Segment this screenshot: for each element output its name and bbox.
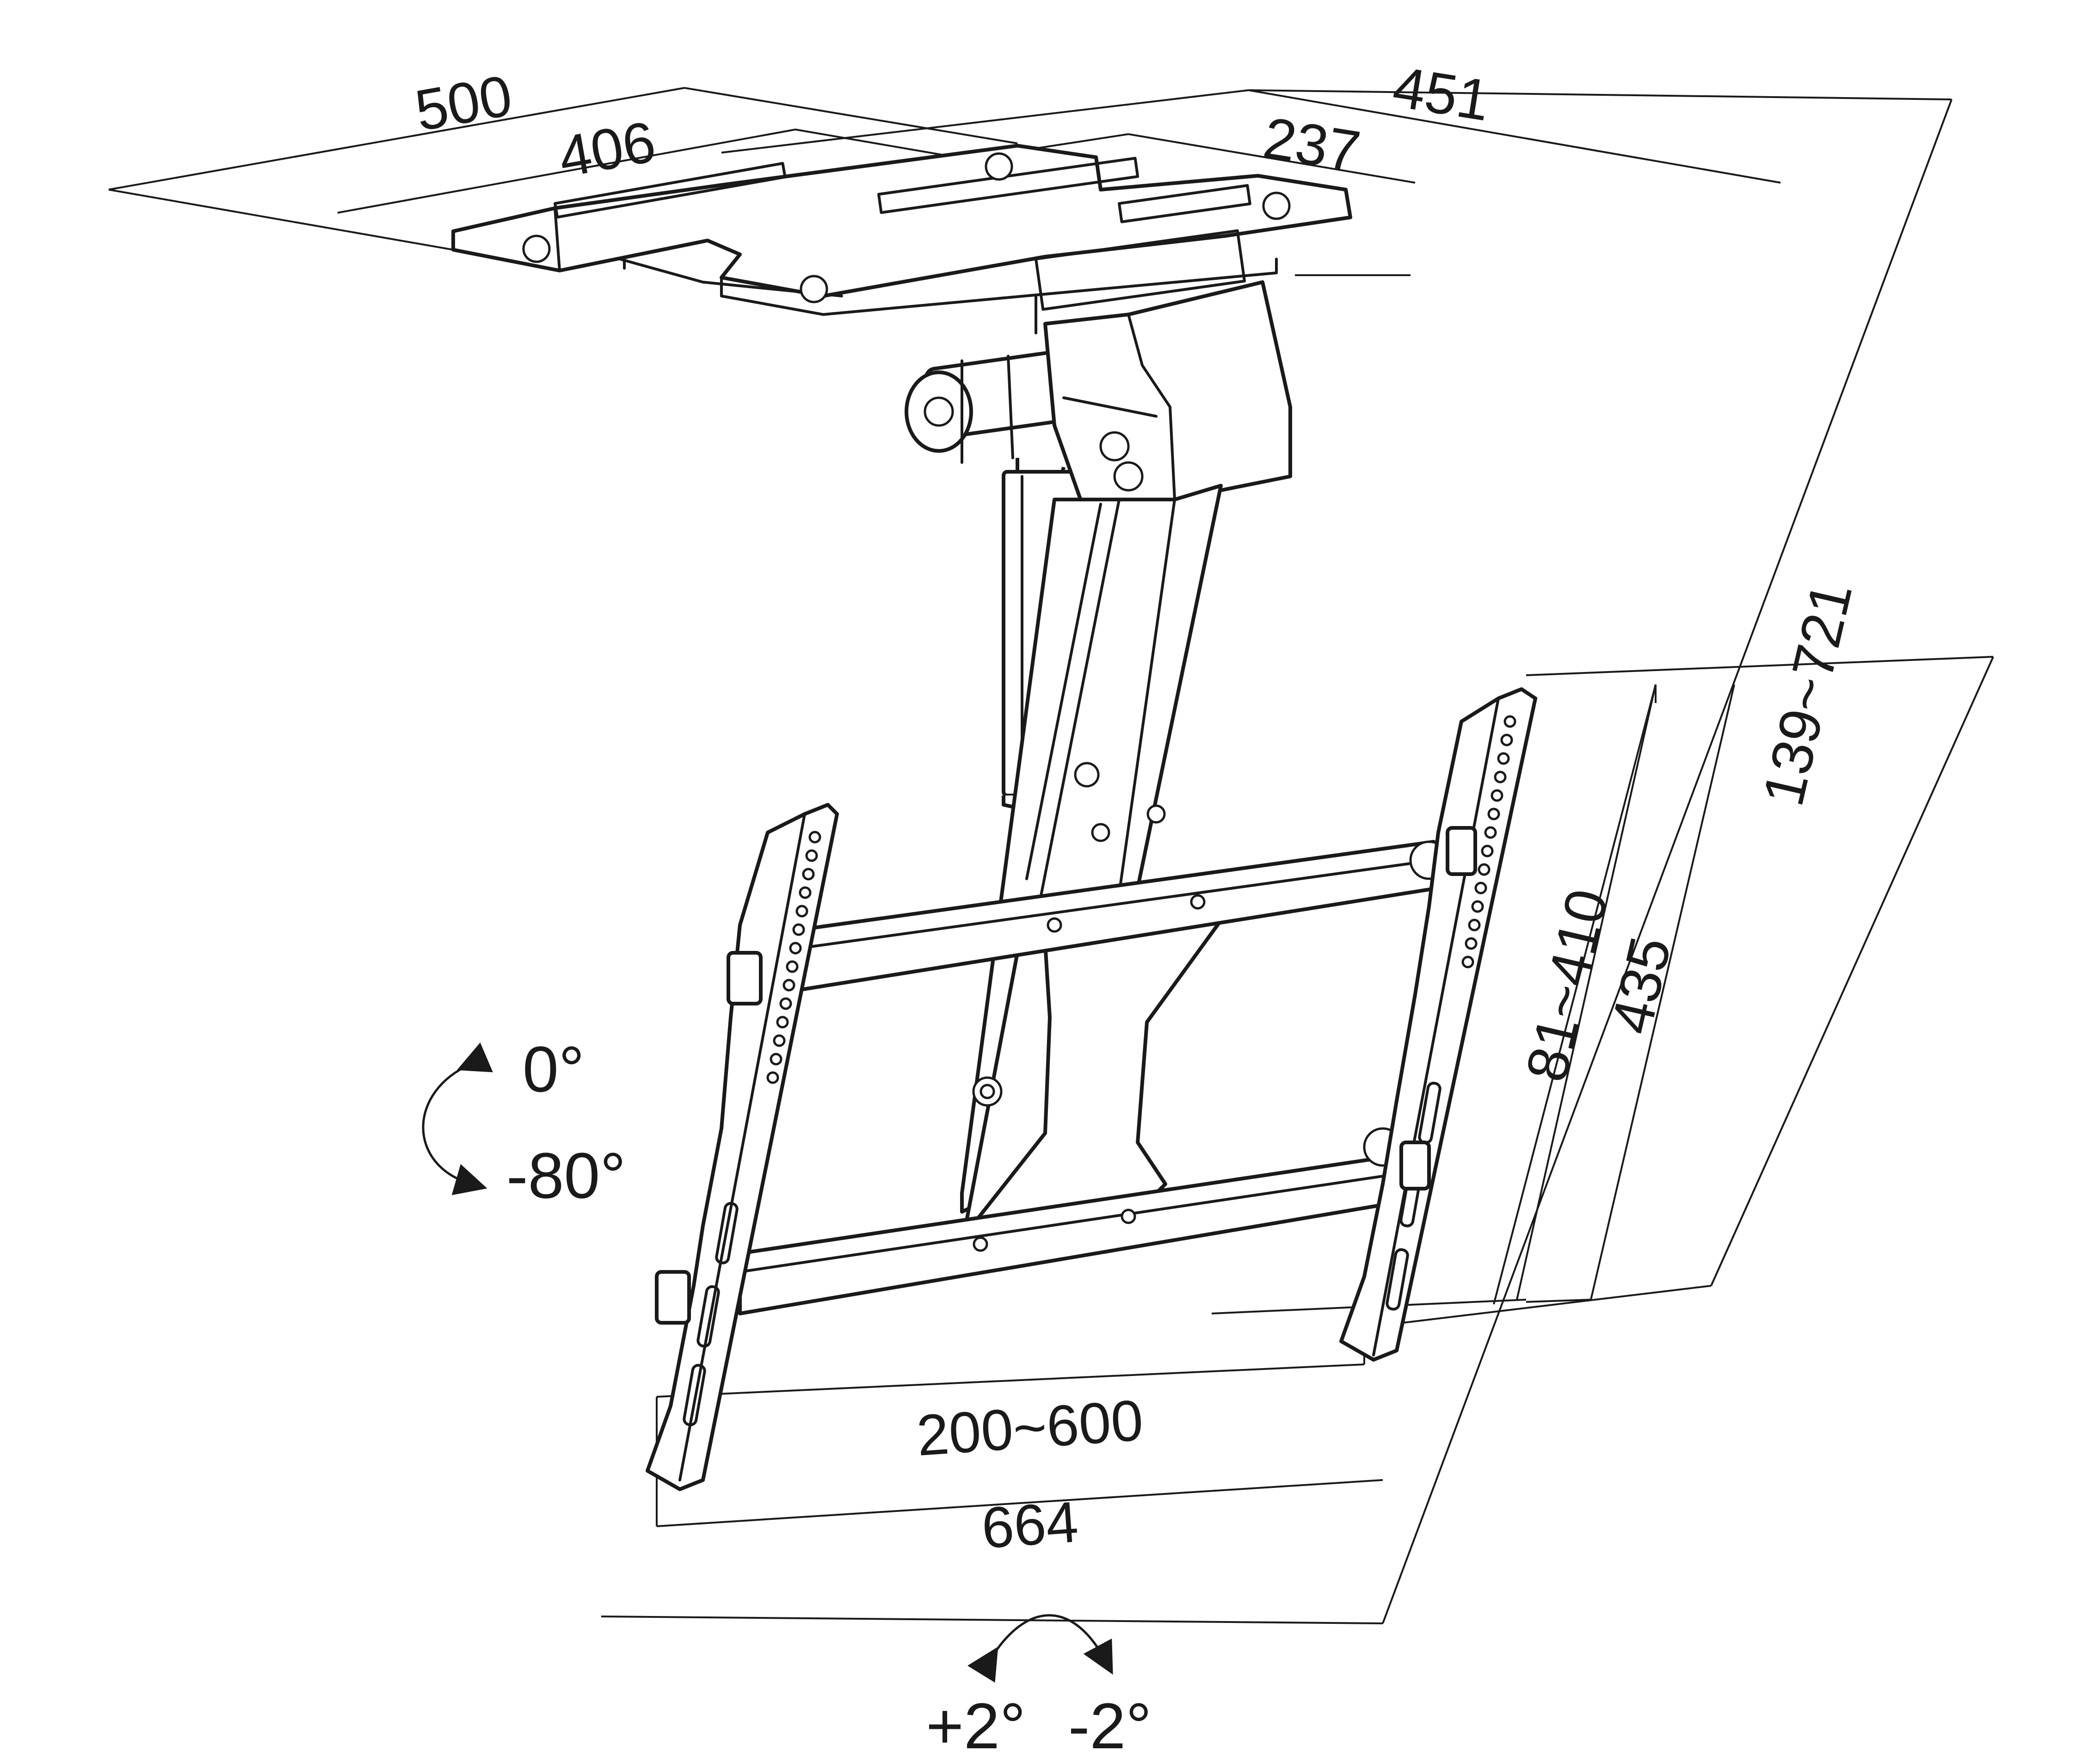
label-tilt-up: 0°	[523, 1033, 585, 1105]
label-664: 664	[979, 1490, 1080, 1560]
label-swivel-minus: -2°	[1068, 1690, 1152, 1762]
swivel-arrow	[967, 1614, 1113, 1683]
label-435: 435	[1599, 931, 1683, 1039]
label-200-600: 200~600	[915, 1388, 1146, 1468]
label-406: 406	[554, 110, 660, 190]
ceiling-plate	[451, 144, 1352, 334]
label-81-410: 81~410	[1514, 883, 1620, 1087]
label-237: 237	[1259, 105, 1365, 184]
right-bracket-holes	[1461, 715, 1516, 968]
label-500: 500	[411, 63, 517, 143]
left-bracket-holes	[766, 831, 821, 1084]
left-vertical-bracket	[646, 803, 839, 1491]
label-tilt-down: -80°	[506, 1139, 626, 1212]
label-451: 451	[1389, 55, 1494, 133]
horizontal-bars	[738, 840, 1449, 1315]
label-139-721: 139~721	[1751, 576, 1865, 812]
tilt-arrow	[422, 1042, 493, 1195]
label-swivel-plus: +2°	[926, 1690, 1026, 1762]
lower-arm	[965, 919, 1223, 1223]
right-vertical-bracket	[1339, 687, 1537, 1362]
